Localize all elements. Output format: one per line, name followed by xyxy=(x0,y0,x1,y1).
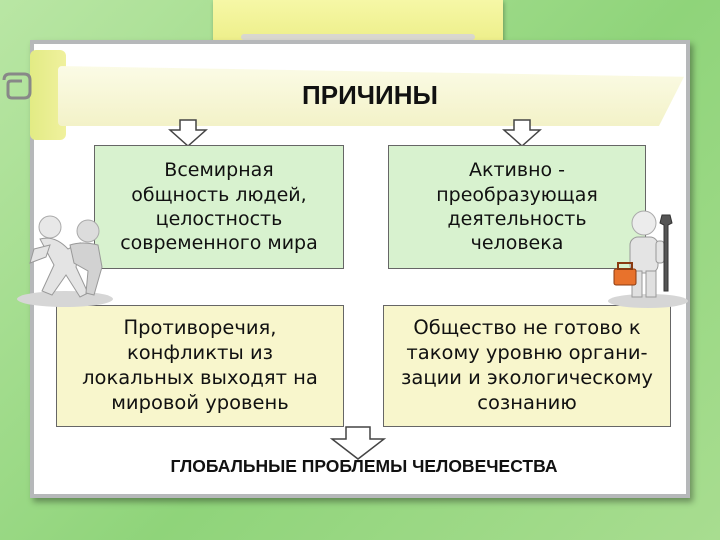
title-band xyxy=(58,66,684,126)
worker-with-wrench-icon xyxy=(608,210,688,308)
page-title: ПРИЧИНЫ xyxy=(302,80,438,110)
cause-box-2: Активно - преобразующая деятельность чел… xyxy=(388,145,646,269)
top-tab-line xyxy=(241,34,475,40)
arrow-down-icon xyxy=(168,119,208,148)
arrow-down-icon xyxy=(502,119,542,148)
cause-text-2: Активно - преобразующая деятельность чел… xyxy=(436,159,598,255)
consequence-box-1: Противоречия, конфликты из локальных вых… xyxy=(56,305,344,427)
consequence-text-2: Общество не готово к такому уровню орган… xyxy=(401,316,653,414)
arrow-down-icon xyxy=(329,426,387,460)
wrestling-figures-icon xyxy=(17,215,113,307)
conclusion-title: ГЛОБАЛЬНЫЕ ПРОБЛЕМЫ ЧЕЛОВЕЧЕСТВА xyxy=(170,456,558,476)
cause-text-1: Всемирная общность людей, целостность со… xyxy=(120,159,318,255)
paper-clip-icon xyxy=(2,72,32,100)
cause-box-1: Всемирная общность людей, целостность со… xyxy=(94,145,344,269)
consequence-box-2: Общество не готово к такому уровню орган… xyxy=(383,305,671,427)
consequence-text-1: Противоречия, конфликты из локальных вых… xyxy=(82,316,318,414)
